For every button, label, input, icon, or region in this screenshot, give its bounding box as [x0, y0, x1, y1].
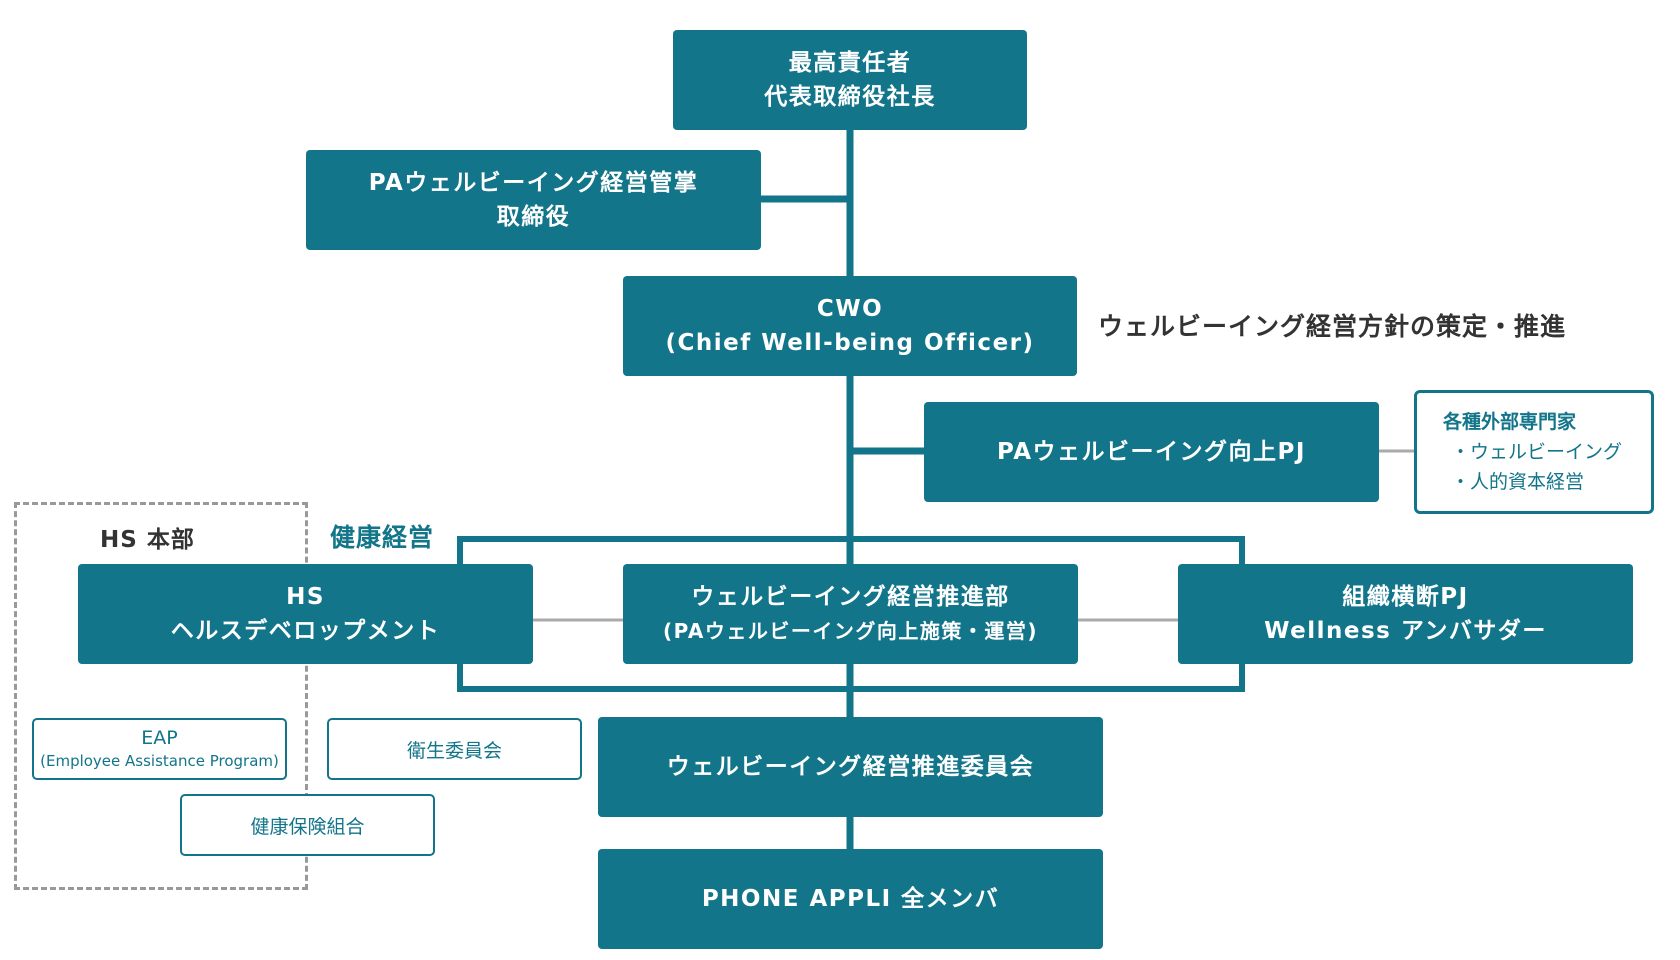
cross-pj-line2: Wellness アンバサダー — [1264, 618, 1547, 644]
hs-line2: ヘルスデベロップメント — [170, 618, 441, 644]
health-insurance-box: 健康保険組合 — [180, 794, 435, 856]
eap-line1: EAP — [141, 727, 178, 749]
experts-item-human-capital: ・人的資本経営 — [1451, 471, 1585, 493]
all-members-node: PHONE APPLI 全メンバ — [598, 849, 1103, 949]
improvement-pj-node: PAウェルビーイング向上PJ — [924, 402, 1379, 502]
external-experts-box: 各種外部専門家 ・ウェルビーイング ・人的資本経営 — [1414, 390, 1654, 514]
director-line2: 取締役 — [496, 204, 571, 230]
health-mgmt-label: 健康経営 — [330, 523, 435, 552]
health-insurance-label: 健康保険組合 — [250, 815, 365, 838]
committee-node: ウェルビーイング経営推進委員会 — [598, 717, 1103, 817]
cwo-line2: (Chief Well-being Officer) — [665, 330, 1035, 356]
hs-line1: HS — [286, 584, 325, 610]
experts-item-wellbeing: ・ウェルビーイング — [1451, 441, 1623, 463]
cross-pj-line1: 組織横断PJ — [1342, 584, 1469, 610]
cwo-note: ウェルビーイング経営方針の策定・推進 — [1098, 312, 1567, 341]
promotion-dept-node: ウェルビーイング経営推進部 (PAウェルビーイング向上施策・運営) — [623, 564, 1078, 664]
director-line1: PAウェルビーイング経営管掌 — [368, 170, 699, 196]
cross-pj-node: 組織横断PJ Wellness アンバサダー — [1178, 564, 1633, 664]
promotion-dept-line1: ウェルビーイング経営推進部 — [691, 584, 1010, 610]
experts-title: 各種外部専門家 — [1443, 411, 1577, 433]
promotion-dept-line2: (PAウェルビーイング向上施策・運営) — [662, 619, 1039, 643]
improvement-pj-label: PAウェルビーイング向上PJ — [997, 439, 1306, 465]
sanitation-label: 衛生委員会 — [406, 739, 502, 762]
hs-hq-label: HS 本部 — [100, 527, 195, 553]
cwo-node: CWO (Chief Well-being Officer) — [623, 276, 1077, 376]
ceo-node: 最高責任者 代表取締役社長 — [673, 30, 1027, 130]
hs-node: HS ヘルスデベロップメント — [78, 564, 533, 664]
ceo-line2: 代表取締役社長 — [764, 84, 936, 110]
director-node: PAウェルビーイング経営管掌 取締役 — [306, 150, 761, 250]
ceo-line1: 最高責任者 — [788, 50, 912, 76]
eap-box: EAP (Employee Assistance Program) — [32, 718, 287, 780]
eap-line2: (Employee Assistance Program) — [40, 752, 279, 770]
all-members-label: PHONE APPLI 全メンバ — [701, 886, 1000, 912]
cwo-line1: CWO — [816, 296, 884, 322]
sanitation-committee-box: 衛生委員会 — [327, 718, 582, 780]
committee-label: ウェルビーイング経営推進委員会 — [666, 754, 1035, 780]
hs-hq-dashed-box — [14, 502, 308, 890]
